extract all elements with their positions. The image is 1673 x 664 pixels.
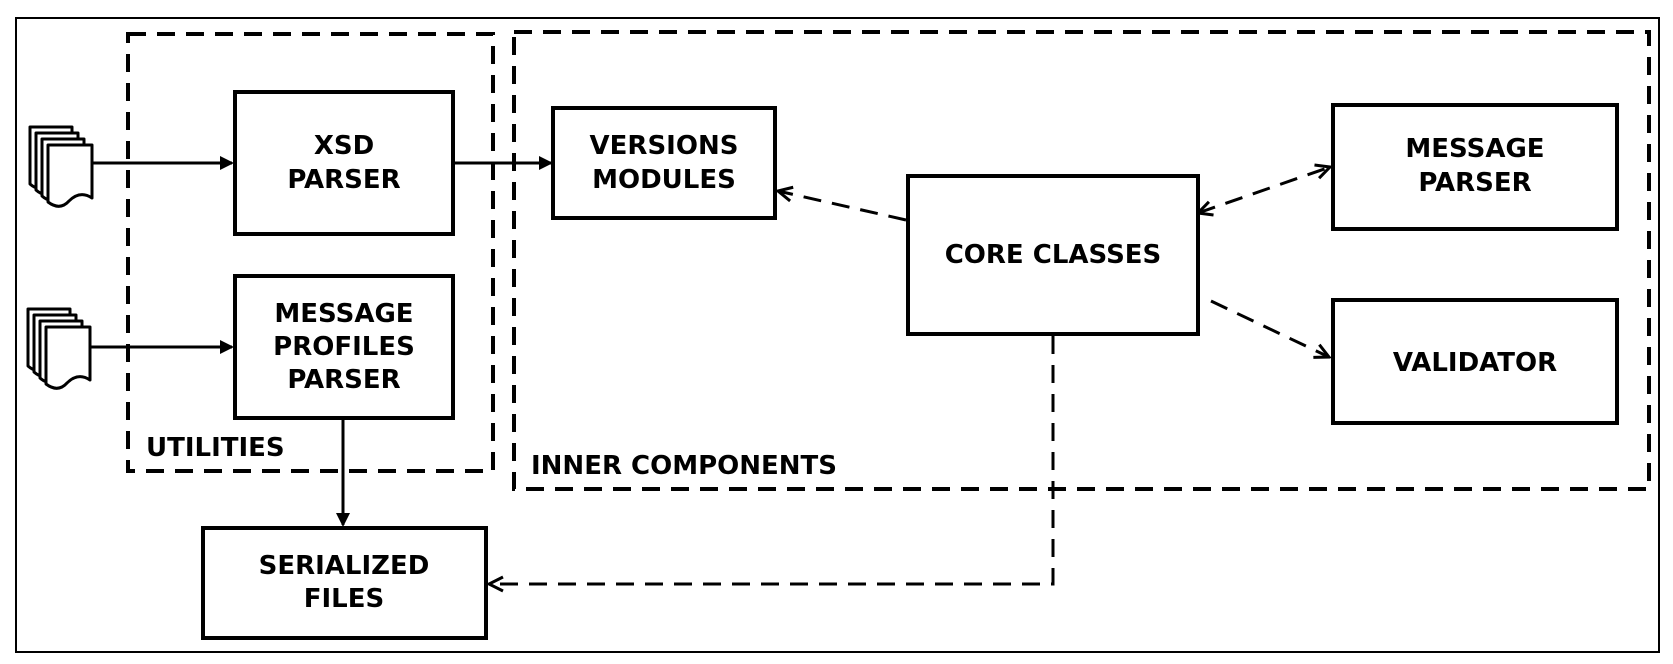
core-classes-to-versions-modules-arrow: [778, 191, 907, 222]
message-parser-label-line-2: PARSER: [1418, 168, 1531, 198]
message-profiles-parser-label-line-1: MESSAGE: [274, 299, 413, 329]
inner-components-group: [512, 30, 1651, 491]
utilities-group-label: UTILITIES: [146, 433, 285, 463]
core-classes-label: CORE CLASSES: [945, 240, 1162, 270]
serialized-files-box: SERIALIZED FILES: [201, 526, 488, 640]
message-parser-box: MESSAGE PARSER: [1331, 103, 1619, 231]
document-stack-icon: [28, 125, 94, 208]
versions-modules-label-line-2: MODULES: [592, 165, 736, 195]
core-classes-message-parser-arrow: [1198, 167, 1330, 213]
validator-box: VALIDATOR: [1331, 298, 1619, 425]
serialized-files-label-line-2: FILES: [304, 584, 385, 614]
core-classes-box: CORE CLASSES: [906, 174, 1200, 336]
versions-modules-label-line-1: VERSIONS: [590, 131, 739, 161]
xsd-parser-label-line-1: XSD: [314, 131, 374, 161]
inner-components-group-label: INNER COMPONENTS: [531, 451, 837, 481]
message-profiles-parser-label-line-2: PROFILES: [273, 332, 415, 362]
xsd-parser-label-line-2: PARSER: [287, 165, 400, 195]
xsd-parser-box: XSD PARSER: [233, 90, 455, 236]
document-stack-icon: [26, 307, 92, 390]
core-classes-to-validator-arrow: [1210, 299, 1329, 357]
validator-label: VALIDATOR: [1393, 348, 1557, 378]
message-profiles-parser-label-line-3: PARSER: [287, 365, 400, 395]
message-profiles-parser-box: MESSAGE PROFILES PARSER: [233, 274, 455, 420]
versions-modules-box: VERSIONS MODULES: [551, 106, 777, 220]
message-parser-label-line-1: MESSAGE: [1405, 134, 1544, 164]
diagram-frame: [15, 17, 1660, 653]
core-classes-to-serialized-files-arrow: [489, 336, 1055, 584]
utilities-group: [126, 32, 495, 473]
serialized-files-label-line-1: SERIALIZED: [259, 551, 430, 581]
